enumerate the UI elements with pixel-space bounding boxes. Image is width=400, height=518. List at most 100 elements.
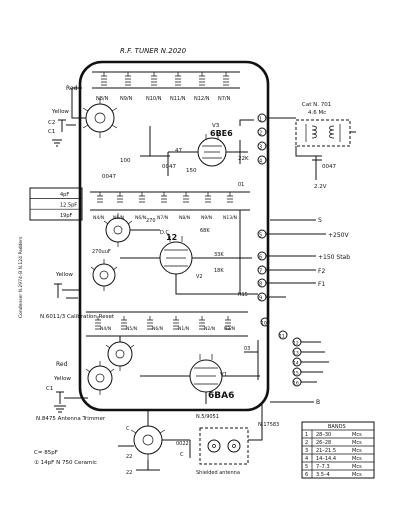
label-c-b: C xyxy=(180,452,184,458)
svg-text:V1: V1 xyxy=(220,372,227,378)
label-68k: 68K xyxy=(200,228,210,234)
svg-text:4: 4 xyxy=(305,456,308,462)
label-f2: F2 xyxy=(318,268,325,275)
label-r15: R15 xyxy=(238,292,248,298)
label-c1-ant: C1 xyxy=(46,386,53,392)
svg-text:6BA6: 6BA6 xyxy=(208,391,234,401)
tube-v1: V1 6BA6 xyxy=(189,354,234,401)
svg-text:3: 3 xyxy=(259,145,262,151)
coil-mid-4: N7/N xyxy=(157,192,168,221)
svg-text:Mcs: Mcs xyxy=(352,448,362,454)
label-yellow-low: Yellow xyxy=(53,376,71,382)
terminal-strip: 1 2 3 4 5 6 7 8 9 10 11 12 13 14 15 16 xyxy=(257,113,302,387)
svg-text:N12/N: N12/N xyxy=(194,96,210,102)
label-33k: 33K xyxy=(214,252,224,258)
svg-text:5: 5 xyxy=(259,233,262,239)
coil-top-6: N7/N xyxy=(218,72,231,102)
label-150-stab: +150 Stab xyxy=(318,254,350,261)
terminal-13: 13 xyxy=(292,347,302,357)
svg-text:11: 11 xyxy=(279,334,285,340)
coil-mid-3: N6/N xyxy=(135,192,146,221)
svg-text:Mcs: Mcs xyxy=(352,432,362,438)
terminal-3: 3 xyxy=(257,141,267,151)
antenna-socket xyxy=(199,427,249,465)
svg-text:10: 10 xyxy=(261,321,267,327)
band-row-2: 2 26–28 Mcs xyxy=(305,440,362,446)
svg-text:21–21.5: 21–21.5 xyxy=(316,448,336,454)
svg-text:Cat N. 701: Cat N. 701 xyxy=(302,102,331,108)
wafer-switch-mid-2 xyxy=(90,259,118,291)
terminal-16: 16 xyxy=(292,377,302,387)
label-dc: D.C xyxy=(160,230,169,236)
band-row-1: 1 28–30 Mcs xyxy=(305,432,362,438)
svg-text:8: 8 xyxy=(259,282,262,288)
label-shielded: Shielded antenna xyxy=(196,470,240,476)
svg-text:7–7.3: 7–7.3 xyxy=(316,464,330,470)
wafer-switch-ant xyxy=(85,361,115,395)
svg-text:N7/N: N7/N xyxy=(218,96,231,102)
svg-text:13: 13 xyxy=(293,351,299,357)
terminal-12: 12 xyxy=(292,337,302,347)
svg-text:V3: V3 xyxy=(212,123,220,129)
terminal-9: 9 xyxy=(257,292,267,302)
label-c1-osc: C1 xyxy=(48,129,55,135)
terminal-15: 15 xyxy=(292,367,302,377)
wafer-switch-top xyxy=(82,98,118,138)
tuner-chassis xyxy=(78,60,270,412)
coil-mid-6: N9/N xyxy=(201,192,212,221)
label-f1: F1 xyxy=(318,281,325,288)
svg-text:12: 12 xyxy=(293,341,299,347)
svg-text:N4/N: N4/N xyxy=(93,215,104,221)
terminal-11: 11 xyxy=(278,330,288,340)
label-yellow-mid: Yellow xyxy=(55,272,73,278)
svg-text:N6/N: N6/N xyxy=(135,215,146,221)
svg-text:3.5–4: 3.5–4 xyxy=(316,472,330,478)
terminal-5: 5 xyxy=(257,229,267,239)
terminal-1: 1 xyxy=(257,113,267,123)
tuner-title: R.F. TUNER N.2020 xyxy=(120,47,187,55)
label-47: 47 xyxy=(175,148,182,154)
svg-text:4.6 Mc: 4.6 Mc xyxy=(308,110,326,116)
label-2v2: 2.2V xyxy=(314,184,327,190)
tube-v3: V3 6BE6 xyxy=(197,123,233,167)
svg-text:N7/N: N7/N xyxy=(157,215,168,221)
coil-mid-2: N5/N xyxy=(113,192,124,221)
coil-top-2: N9/N xyxy=(120,72,133,102)
label-22-a: 22 xyxy=(126,454,132,460)
svg-text:3: 3 xyxy=(305,448,308,454)
svg-text:BANDS: BANDS xyxy=(328,424,346,430)
svg-text:N8/N: N8/N xyxy=(179,215,190,221)
if-transformer-can: Cat N. 701 4.6 Mc xyxy=(295,102,351,147)
terminal-6: 6 xyxy=(257,251,267,261)
label-22k: 22K xyxy=(238,156,249,162)
label-01: 01 xyxy=(238,182,244,188)
svg-text:28–30: 28–30 xyxy=(316,432,331,438)
label-b: B xyxy=(316,399,320,406)
svg-text:6: 6 xyxy=(259,255,262,261)
label-0022: 0022 xyxy=(176,441,189,447)
coil-low-1: N4/N xyxy=(95,316,111,332)
svg-text:2: 2 xyxy=(259,131,262,137)
svg-text:12: 12 xyxy=(166,233,177,242)
svg-text:N11/N: N11/N xyxy=(170,96,186,102)
coil-top-3: N10/N xyxy=(146,72,162,102)
svg-text:7: 7 xyxy=(259,269,262,275)
terminal-14: 14 xyxy=(292,357,302,367)
svg-text:14: 14 xyxy=(293,361,299,367)
label-18k: 18K xyxy=(214,268,224,274)
svg-text:Mcs: Mcs xyxy=(352,472,362,478)
terminal-7: 7 xyxy=(257,265,267,275)
label-c2: C2 xyxy=(48,120,55,126)
label-0047-c: 0047 xyxy=(322,164,336,170)
label-0047-b: 0047 xyxy=(162,164,176,170)
bands-table: BANDS 1 28–30 Mcs 2 26–28 Mcs 3 21–21.5 … xyxy=(301,421,375,479)
svg-text:4pF: 4pF xyxy=(60,192,69,198)
label-red2: Red xyxy=(56,361,68,368)
coil-low-6: N3/N xyxy=(224,316,235,332)
svg-text:N8/N: N8/N xyxy=(96,96,109,102)
svg-text:16: 16 xyxy=(293,381,299,387)
svg-text:15: 15 xyxy=(293,371,299,377)
label-nref1: N.5/9051 xyxy=(196,414,219,420)
svg-text:9: 9 xyxy=(259,296,262,302)
svg-text:V2: V2 xyxy=(196,274,203,280)
